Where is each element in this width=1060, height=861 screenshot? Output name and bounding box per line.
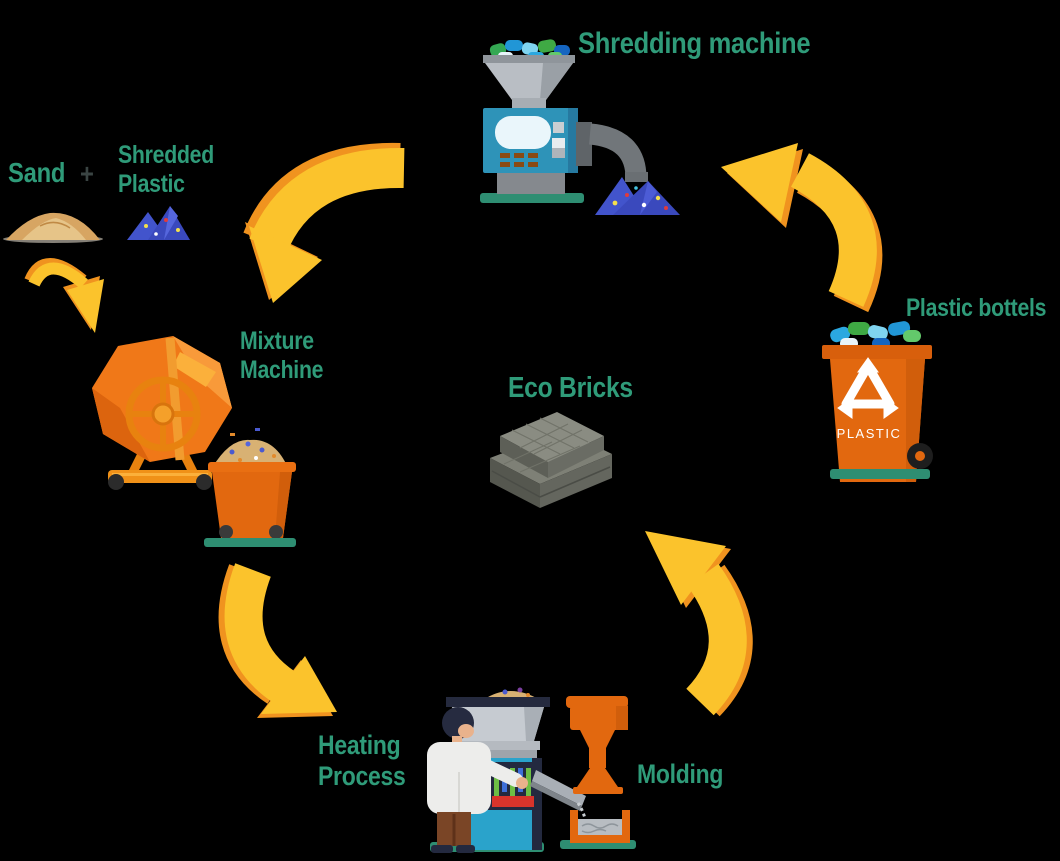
mold-tray-icon (570, 810, 630, 843)
bin-label: PLASTIC (837, 426, 902, 441)
arrow-mixer-to-heating-icon (218, 563, 337, 718)
label-sand: Sand (8, 157, 66, 188)
label-heating-process-line1: Heating (318, 730, 401, 760)
label-heating-process-line2: Process (318, 761, 406, 792)
shredded-pile-icon (595, 177, 680, 215)
arrow-molding-to-bricks-icon (645, 531, 753, 717)
plus-sign: + (80, 158, 94, 189)
vent-dashes-icon (500, 153, 538, 167)
label-plastic-bottles: Plastic bottels (906, 294, 1047, 322)
label-mixture-machine-line1: Mixture (240, 327, 314, 355)
plastic-bin-icon: PLASTIC (822, 321, 933, 482)
shredded-plastic-pile-icon (127, 206, 190, 240)
molding-press-icon (560, 696, 636, 849)
eco-bricks-icon (490, 412, 612, 508)
label-mixture-machine: Mixture Machine (240, 327, 324, 385)
label-molding: Molding (637, 759, 724, 789)
label-shredded-plastic-line2: Plastic (118, 170, 185, 198)
label-mixture-machine-line2: Machine (240, 356, 324, 384)
mixture-cart-icon (204, 428, 296, 547)
label-shredded-plastic: Shredded Plastic (118, 141, 214, 199)
label-heating-process: Heating Process (318, 730, 406, 793)
arrow-bottles-to-shredder-icon (721, 143, 883, 313)
operator-person-icon (427, 707, 528, 853)
arrow-sand-to-mixer-icon (24, 258, 104, 333)
recycle-symbol-icon (837, 357, 899, 419)
chute-icon (532, 770, 586, 806)
label-shredded-plastic-line1: Shredded (118, 141, 214, 169)
label-shredding-machine: Shredding machine (578, 27, 811, 60)
mixture-machine-icon (92, 336, 232, 490)
heating-machine-icon (427, 687, 588, 853)
label-eco-bricks: Eco Bricks (508, 372, 633, 404)
bottles-on-bin-icon (830, 321, 921, 349)
arrow-shredder-to-mixer-icon (243, 142, 405, 303)
shredding-machine-icon (480, 39, 680, 215)
sand-pile-icon (3, 212, 103, 243)
brick-pattern-icon (503, 417, 589, 473)
